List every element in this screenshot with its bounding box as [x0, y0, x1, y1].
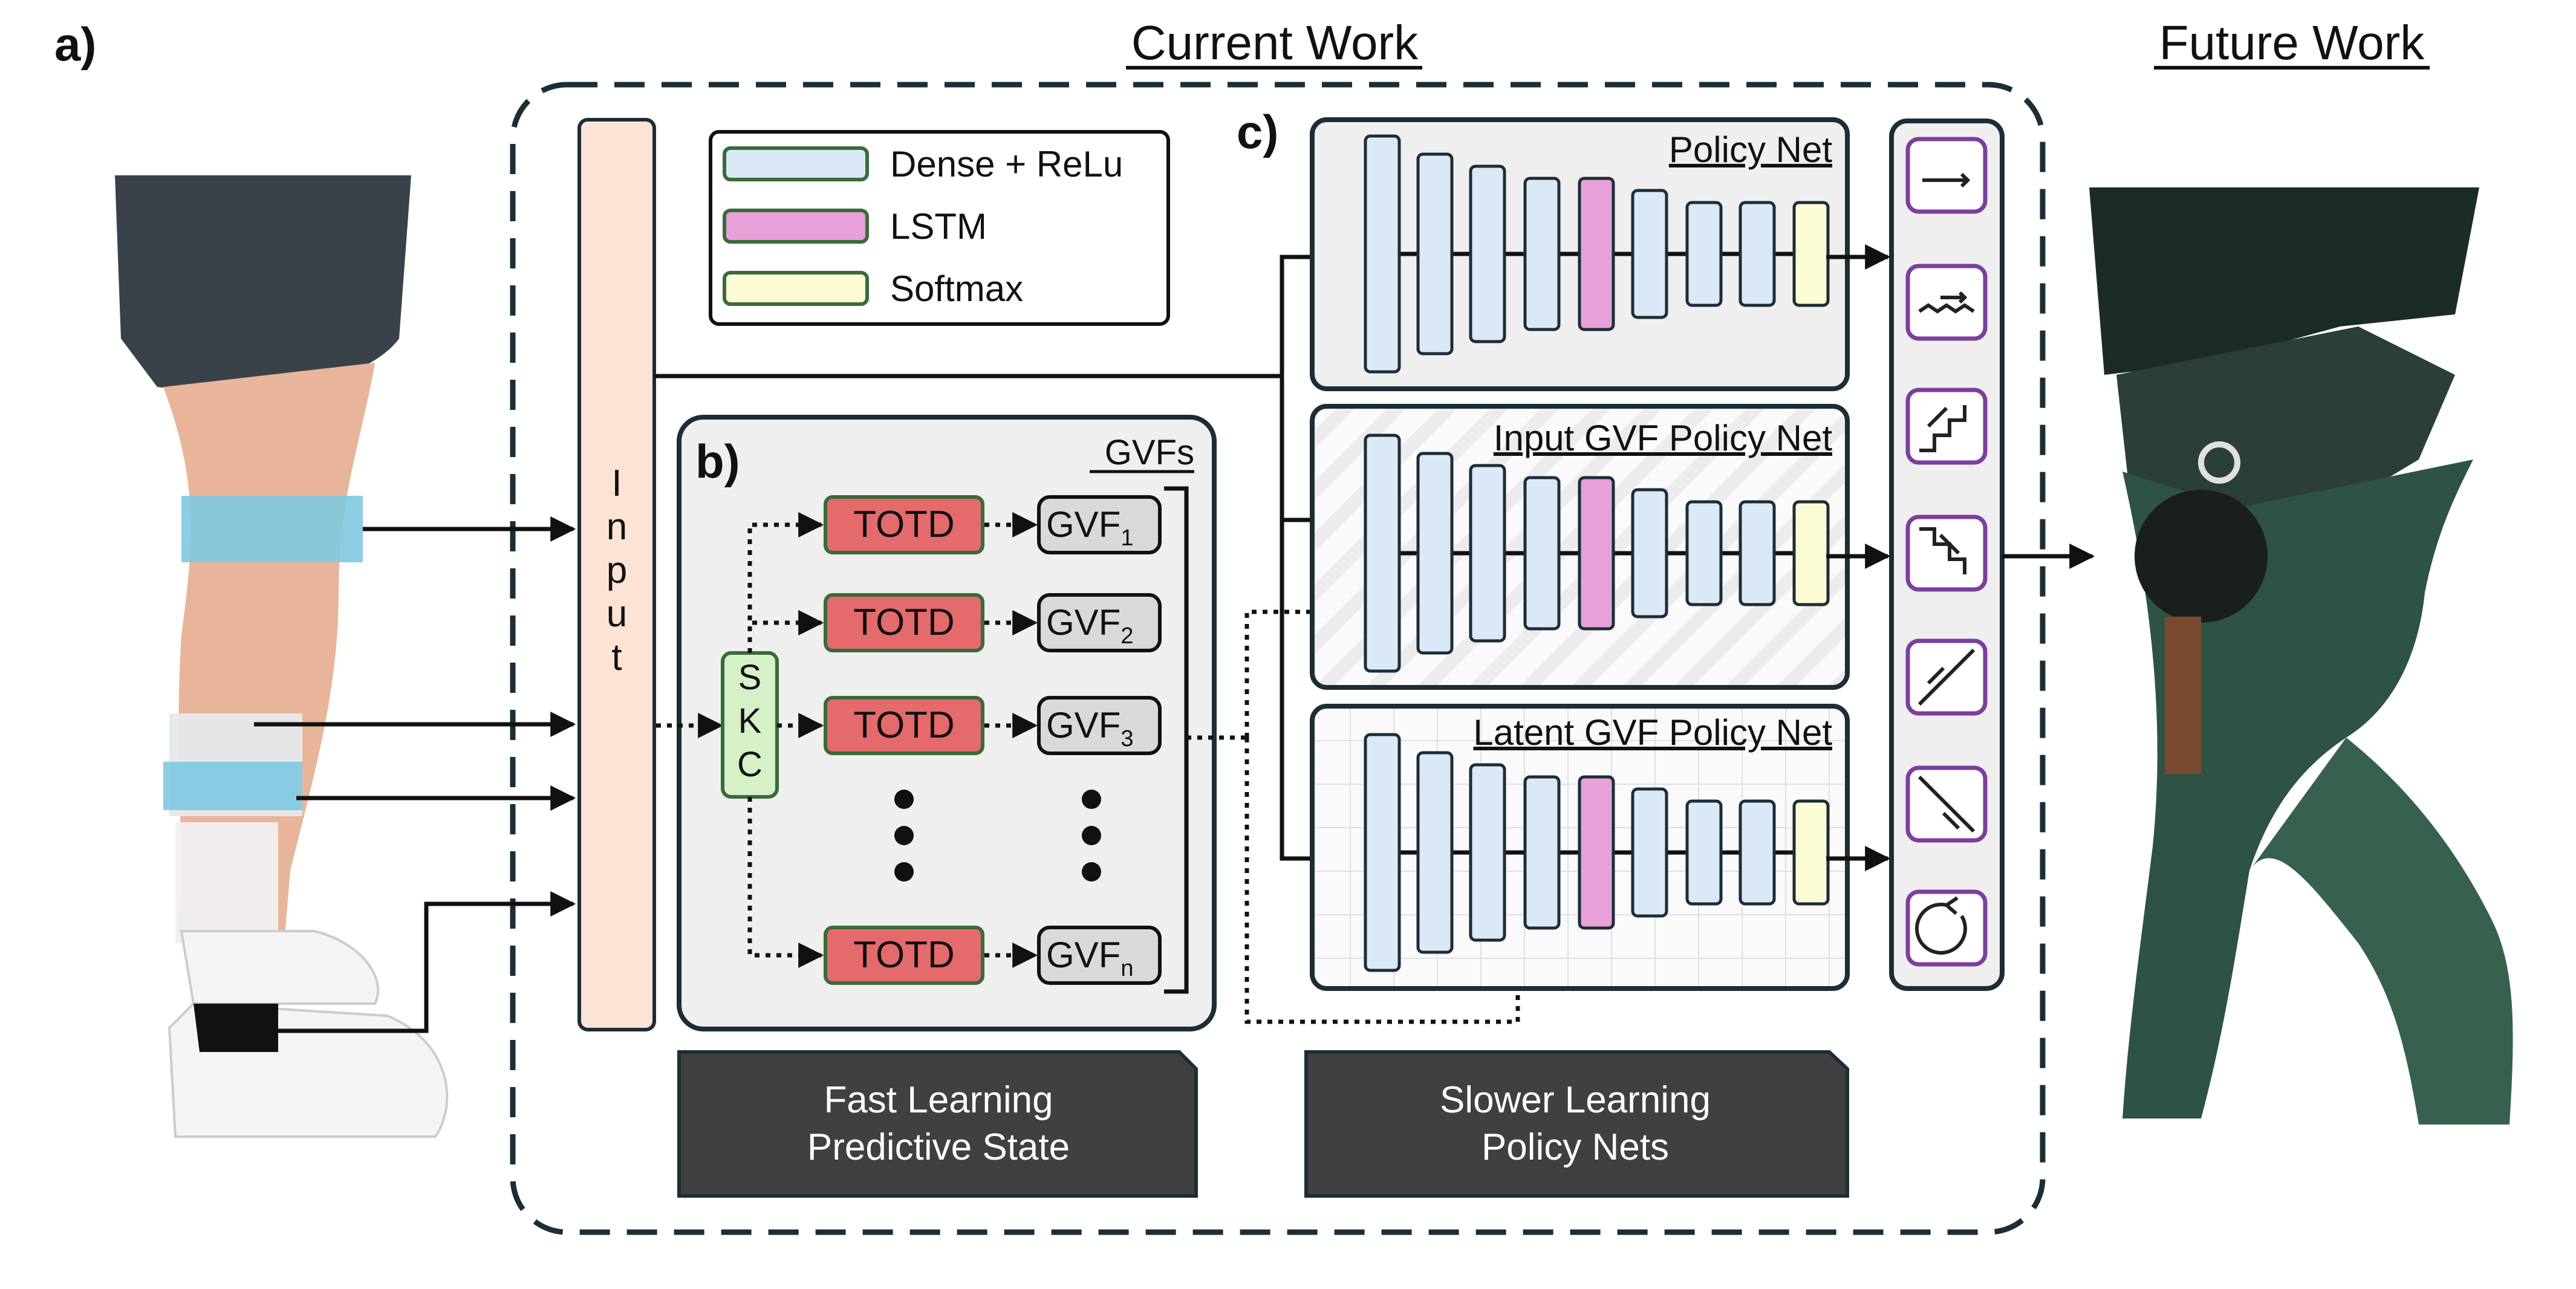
skc-letter-k: K	[738, 701, 762, 741]
policy-net-2-layer-3-dense	[1469, 464, 1506, 643]
input-letter-1: I	[611, 463, 622, 504]
totd-label-2: TOTD	[853, 602, 955, 643]
ramp-descent-icon	[1905, 765, 1988, 843]
policy-net-1-layer-3-dense	[1469, 164, 1506, 343]
gvf-box-n	[1037, 926, 1162, 985]
policy-net-layers	[1364, 134, 1830, 972]
totd-label-1: TOTD	[853, 504, 955, 545]
stair-descent-icon	[1905, 515, 1988, 592]
gvf-label-n: GVFn	[1046, 935, 1133, 981]
gvf-panel-title: GVFs	[1105, 433, 1194, 472]
panel-label-b: b)	[695, 435, 740, 488]
exoskeleton-illustration	[2089, 187, 2513, 1125]
legend-label-lstm: LSTM	[890, 206, 987, 247]
gvf-label-2: GVF2	[1046, 602, 1133, 649]
legend-swatch-dense	[723, 146, 869, 181]
gvf-box-3	[1037, 696, 1162, 755]
policy-net-3-layer-5-lstm	[1578, 775, 1615, 930]
policy-net-3-layer-8-dense	[1738, 799, 1776, 906]
policy-net-1-layer-2-dense	[1416, 152, 1454, 356]
footer-slow-line-1: Slower Learning	[1440, 1079, 1711, 1121]
legend-label-softmax: Softmax	[890, 268, 1023, 309]
skc-to-totd-2	[747, 610, 824, 653]
input-letter-3: p	[607, 550, 627, 591]
policy-net-2-layer-7-dense	[1685, 500, 1723, 606]
gvf-box-2	[1037, 593, 1162, 652]
skc-letter-s: S	[738, 658, 762, 697]
totd-box-1	[824, 495, 984, 554]
footer-fast-line-1: Fast Learning	[824, 1079, 1053, 1121]
policy-net-3-layer-6-dense	[1631, 787, 1668, 918]
policy-net-3-layer-7-dense	[1685, 799, 1723, 906]
totd-box-3	[824, 696, 984, 755]
sensor-arrow-4	[272, 891, 576, 1033]
totd-label-3: TOTD	[853, 704, 955, 746]
legend-label-dense: Dense + ReLu	[890, 144, 1123, 184]
rough-terrain-icon	[1905, 264, 1988, 341]
panel-label-c: c)	[1237, 105, 1278, 158]
totd-box-2	[824, 593, 984, 652]
gvf-label-1: GVF1	[1046, 504, 1133, 551]
policy-net-title-2: Input GVF Policy Net	[1494, 418, 1833, 458]
footer-slow-line-2: Policy Nets	[1482, 1126, 1669, 1168]
output-icons	[1905, 137, 1988, 967]
legend-swatch-lstm	[723, 209, 869, 244]
panel-label-a: a)	[54, 18, 96, 71]
policy-net-1-layer-6-dense	[1631, 189, 1668, 319]
input-letter-4: u	[607, 593, 627, 635]
policy-net-3-layer-2-dense	[1416, 751, 1454, 954]
input-letter-5: t	[611, 637, 622, 678]
policy-net-title-1: Policy Net	[1669, 129, 1832, 170]
policy-net-2-layer-6-dense	[1631, 488, 1668, 619]
footer-fast-line-2: Predictive State	[807, 1126, 1070, 1168]
totd-box-n	[824, 926, 984, 985]
input-letter-2: n	[607, 506, 627, 548]
totd-ellipsis	[894, 790, 914, 882]
skc-to-totd-1	[747, 512, 824, 653]
gvf-box-1	[1037, 495, 1162, 554]
totd-label-n: TOTD	[853, 934, 955, 976]
footer-slow-learning	[1304, 1050, 1849, 1198]
legend-swatch-softmax	[723, 271, 869, 306]
policy-net-2-layer-1-dense	[1364, 433, 1401, 673]
ramp-ascent-icon	[1905, 638, 1988, 716]
policy-net-1-layer-8-dense	[1738, 201, 1776, 307]
policy-net-1-layer-9-softmax	[1792, 201, 1830, 307]
current-work-frame	[510, 82, 2046, 1235]
policy-net-3-layer-3-dense	[1469, 763, 1506, 942]
policy-net-1-layer-1-dense	[1364, 134, 1401, 374]
skc-letter-c: C	[737, 745, 763, 784]
footer-fast-learning	[677, 1050, 1198, 1198]
gvf-ellipsis	[1082, 790, 1101, 882]
policy-net-2-layer-9-softmax	[1792, 500, 1830, 606]
policy-net-1-layer-4-dense	[1523, 177, 1561, 331]
section-title-current: Current Work	[1131, 16, 1419, 70]
policy-net-3-layer-9-softmax	[1792, 799, 1830, 906]
leg-sensor-illustration	[115, 175, 449, 1138]
policy-net-2-layer-8-dense	[1738, 500, 1776, 606]
gvf-bracket	[1164, 486, 1189, 994]
stair-ascent-icon	[1905, 388, 1988, 465]
policy-net-3-layer-4-dense	[1523, 775, 1561, 930]
policy-net-3-layer-1-dense	[1364, 733, 1401, 972]
gvf-label-3: GVF3	[1046, 705, 1133, 752]
level-walk-icon	[1905, 137, 1988, 214]
gvf-to-latent-gvf-net	[1244, 738, 1530, 1024]
turn-icon	[1905, 889, 1988, 967]
policy-net-2-layer-5-lstm	[1578, 476, 1615, 631]
policy-net-1-layer-5-lstm	[1578, 177, 1615, 331]
input-bar	[577, 118, 656, 1031]
policy-net-2-layer-2-dense	[1416, 452, 1454, 655]
section-title-future: Future Work	[2159, 16, 2425, 70]
policy-net-2-layer-4-dense	[1523, 476, 1561, 631]
policy-net-title-3: Latent GVF Policy Net	[1473, 712, 1832, 753]
policy-net-1-layer-7-dense	[1685, 201, 1723, 307]
